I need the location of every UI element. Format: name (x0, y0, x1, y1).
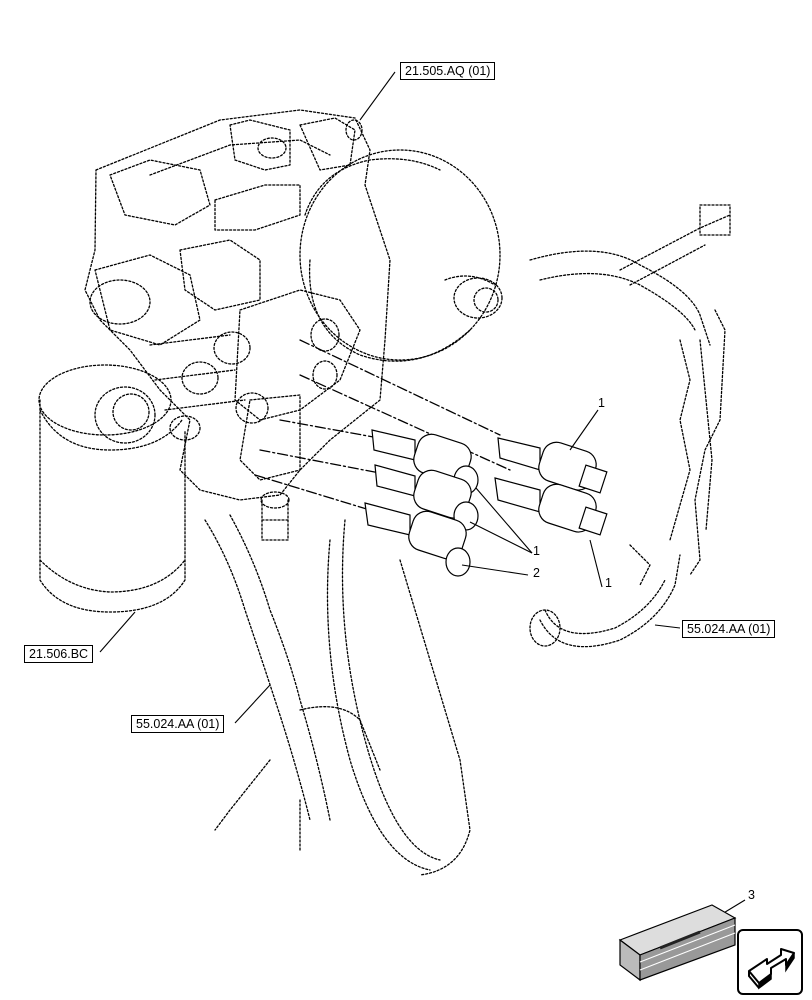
ref-box-filter[interactable]: 21.506.BC (24, 645, 94, 663)
next-page-arrow-icon (748, 948, 795, 990)
next-page-button[interactable] (737, 929, 803, 995)
mounted-solenoids (149, 331, 269, 441)
lower-harness (204, 514, 471, 876)
solenoid-top-right (497, 437, 608, 494)
solenoid-valves (364, 429, 608, 577)
oil-filter (38, 364, 186, 613)
solenoid-mid-right (494, 477, 608, 536)
service-kit-box-icon (618, 904, 737, 982)
ref-box-harness-left[interactable]: 55.024.AA (01) (131, 715, 225, 733)
upper-harness (529, 204, 731, 576)
right-connector (529, 544, 681, 648)
leader-lines (254, 339, 511, 511)
callout-leaders (99, 71, 746, 921)
callout-item-2: 2 (533, 566, 540, 580)
solenoid-left-3 (364, 502, 471, 577)
ref-box-harness-right[interactable]: 55.024.AA (01) (682, 620, 776, 638)
callout-item-3: 3 (748, 888, 755, 902)
ref-box-top-valve[interactable]: 21.505.AQ (01) (400, 62, 496, 80)
accumulator (299, 149, 503, 362)
callout-item-1-top: 1 (598, 396, 605, 410)
callout-item-1-bottom: 1 (605, 576, 612, 590)
valve-block (84, 109, 391, 541)
callout-item-1-mid: 1 (533, 544, 540, 558)
